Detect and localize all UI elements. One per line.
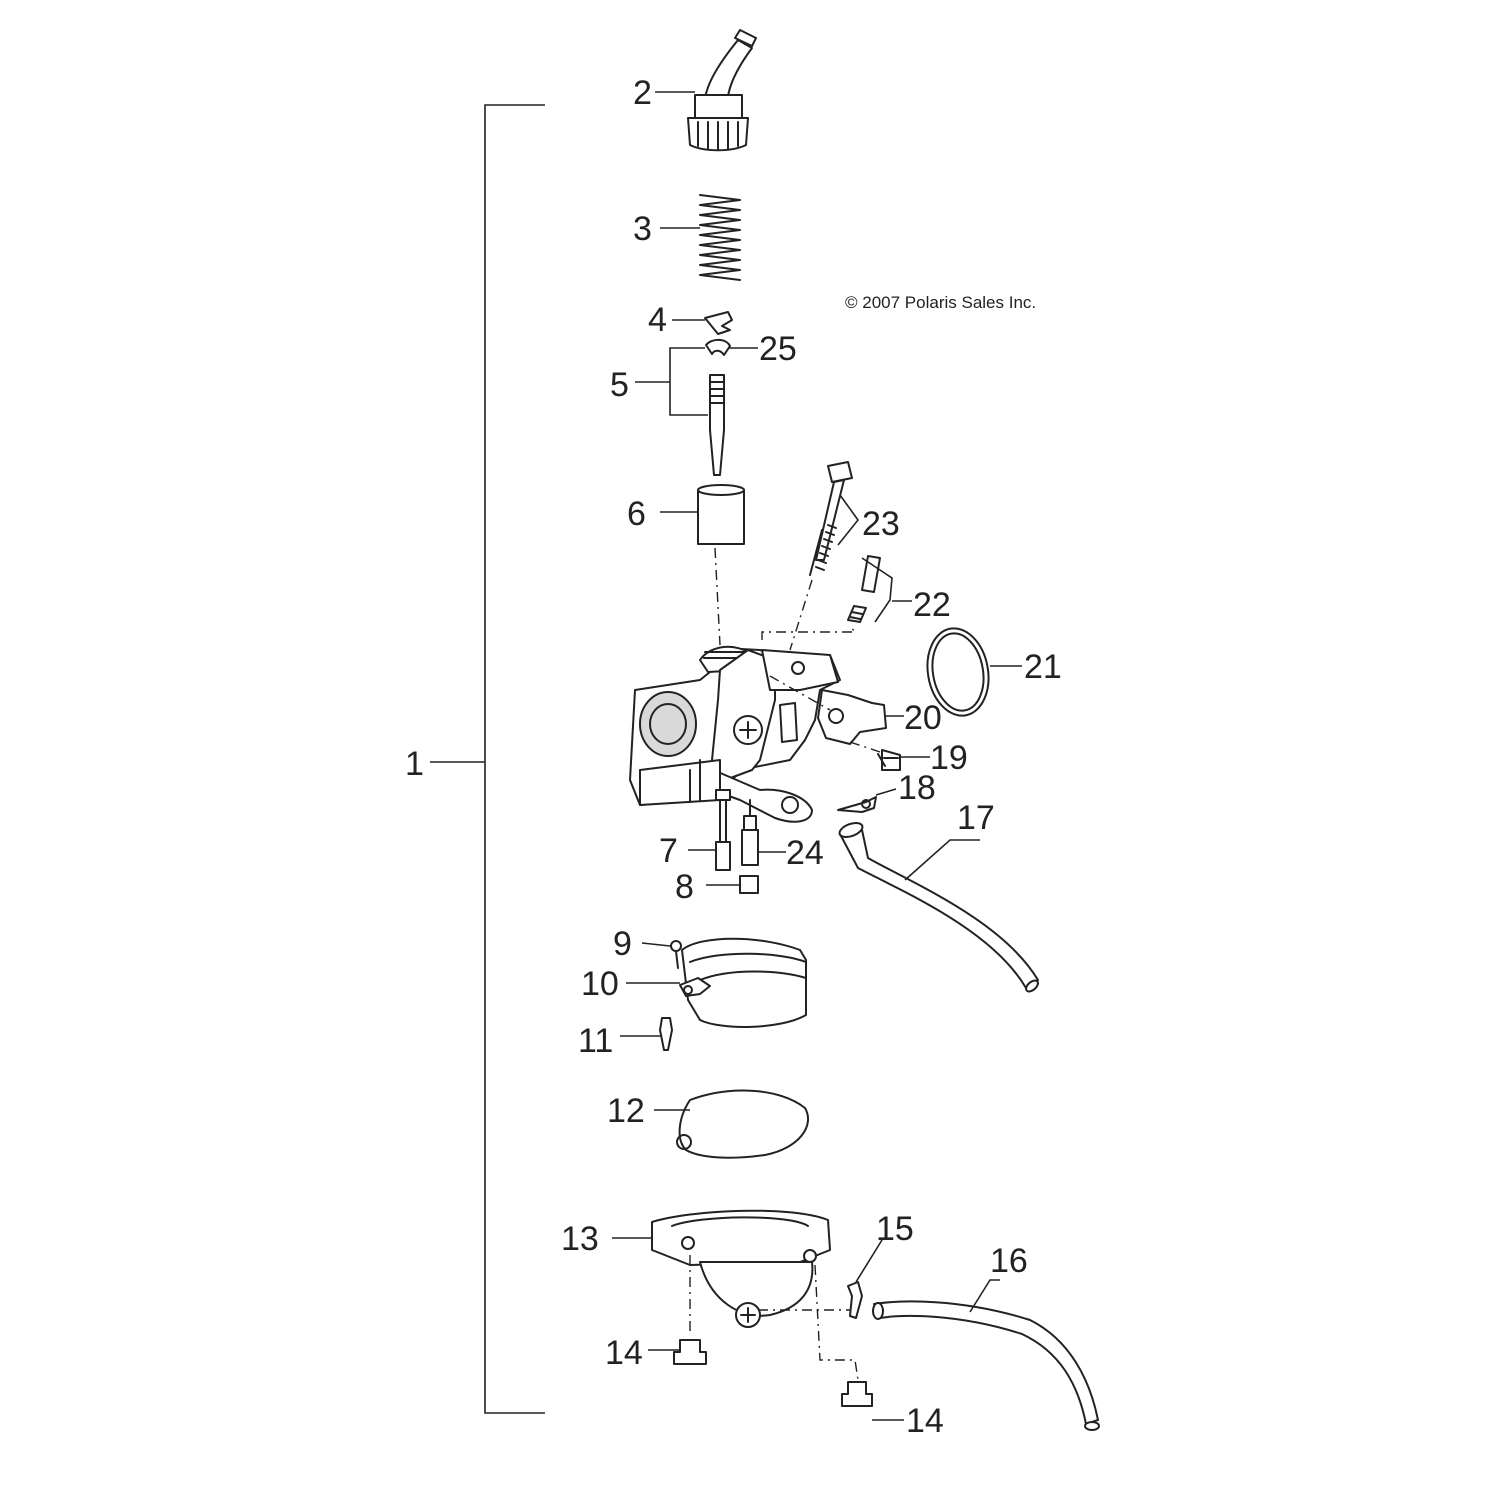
leader-18 [875, 788, 897, 796]
part-3-spring [699, 194, 741, 281]
callout-17: 17 [957, 799, 995, 837]
bracket-22 [861, 557, 893, 623]
callout-13: 13 [561, 1220, 599, 1258]
leader-17 [904, 839, 980, 881]
callout-20: 20 [904, 699, 942, 737]
part-2-cap [687, 29, 757, 152]
part-14-bolt-b [841, 1381, 873, 1407]
callout-3: 3 [633, 210, 652, 248]
callout-10: 10 [581, 965, 619, 1003]
callout-1: 1 [405, 745, 424, 783]
callout-8: 8 [675, 868, 694, 906]
part-19-screw [877, 749, 901, 771]
callout-2: 2 [633, 74, 652, 112]
axis-14b [814, 1264, 859, 1381]
callout-11: 11 [578, 1022, 613, 1060]
callout-12: 12 [607, 1092, 645, 1130]
leader-16 [969, 1279, 1000, 1313]
part-23-screw [809, 461, 853, 576]
part-17-hose [838, 822, 1039, 993]
part-9-screw [670, 940, 682, 969]
part-22-screw [847, 555, 881, 623]
callout-labels: 1 2 3 4 5 6 7 8 9 10 11 12 13 14 14 15 1… [405, 74, 1062, 1440]
callout-4: 4 [648, 301, 667, 339]
part-24-jet [741, 799, 759, 866]
carburetor-body [629, 645, 841, 823]
callout-25: 25 [759, 330, 797, 368]
axis-22 [761, 625, 857, 640]
callout-24: 24 [786, 834, 824, 872]
callout-7: 7 [659, 832, 678, 870]
copyright-text: © 2007 Polaris Sales Inc. [845, 293, 1036, 312]
bracket-5 [669, 347, 708, 416]
part-20-bracket [817, 689, 887, 745]
part-13-bowl [651, 1209, 831, 1328]
leader-9 [641, 942, 671, 947]
callout-14b: 14 [906, 1402, 944, 1440]
axis-19 [849, 741, 881, 753]
part-16-hose [872, 1300, 1100, 1431]
part-5-needle [709, 374, 725, 476]
callout-9: 9 [613, 925, 632, 963]
part-4-clip [704, 311, 733, 335]
callout-22: 22 [913, 586, 951, 624]
part-18-clamp [837, 796, 877, 813]
part-10-clamp [679, 977, 711, 997]
callout-19: 19 [930, 739, 968, 777]
part-11-screw [659, 1017, 673, 1051]
callout-18: 18 [898, 769, 936, 807]
part-8-jet [739, 875, 759, 894]
callout-6: 6 [627, 495, 646, 533]
callout-15: 15 [876, 1210, 914, 1248]
part-25-clip [705, 338, 731, 356]
callout-5: 5 [610, 366, 629, 404]
callout-21: 21 [1024, 648, 1062, 686]
callout-14a: 14 [605, 1334, 643, 1372]
axis-23 [789, 579, 813, 651]
part-21-oring [926, 627, 990, 717]
part-7-jet [715, 789, 731, 871]
callout-23: 23 [862, 505, 900, 543]
part-15-screw [847, 1281, 863, 1319]
part-intake-boot [681, 937, 807, 1028]
assembly-bracket [484, 104, 545, 1414]
callout-16: 16 [990, 1242, 1028, 1280]
bracket-23 [837, 494, 860, 546]
part-6-slide [697, 484, 745, 545]
axis-6 [714, 547, 721, 646]
part-14-bolt-a [673, 1339, 707, 1365]
part-12-gasket [676, 1089, 810, 1159]
leader-15 [855, 1239, 883, 1283]
